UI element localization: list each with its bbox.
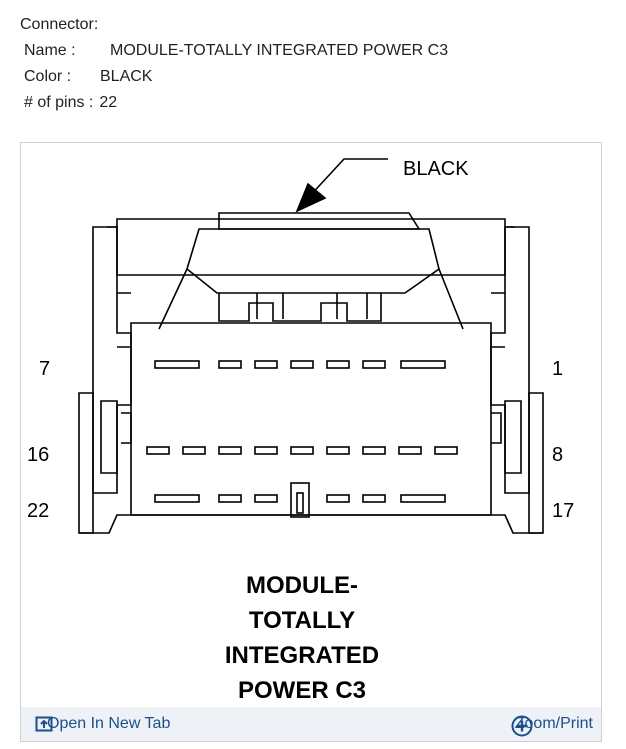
diagram-title-line-1: MODULE- [246,572,358,599]
tab-ribs [256,293,368,319]
polarizing-key [290,482,310,518]
pin-12 [290,446,314,455]
pin-2 [362,360,386,369]
connector-diagram: BLACK [27,158,574,704]
polarizing-key-slot [296,492,304,514]
pin-4 [290,360,314,369]
housing-top [186,228,440,294]
pin-21 [218,494,242,503]
housing-cap [218,212,421,230]
open-in-new-tab-label: Open In New Tab [47,715,171,732]
pin-face [130,322,492,516]
housing-upper-frame [116,218,506,276]
pin-13 [254,446,278,455]
pin-label-17: 17 [552,500,574,522]
pin-label-7: 7 [39,358,50,380]
name-value: MODULE-TOTALLY INTEGRATED POWER C3 [110,42,449,59]
open-in-new-tab-icon [35,716,53,732]
diagram-footer: Open In New Tab Zoom/Print [21,707,601,741]
pin-row-3 [154,482,446,518]
pin-5 [254,360,278,369]
housing-left-side [92,226,132,494]
pin-11 [326,446,350,455]
color-row: Color : BLACK [20,64,448,90]
pin-20 [254,494,278,503]
pin-18 [362,494,386,503]
pins-row: # of pins : 22 [20,90,448,116]
pin-1 [400,360,446,369]
name-row: Name : MODULE-TOTALLY INTEGRATED POWER C3 [20,38,448,64]
housing-right-side [490,226,530,494]
pin-16 [146,446,170,455]
pin-14 [218,446,242,455]
callout-leader [306,158,388,200]
connector-diagram-panel: BLACK [20,142,602,742]
pins-value: 22 [99,94,118,111]
pin-19 [326,494,350,503]
zoom-print-link[interactable]: Zoom/Print [511,715,593,737]
pin-6 [218,360,242,369]
locking-tabs [218,293,382,322]
pin-label-8: 8 [552,444,563,466]
pin-row-1 [154,360,446,369]
diagram-title-line-2: TOTALLY [249,607,355,634]
pin-10 [362,446,386,455]
side-clips [121,412,502,444]
housing-bottom-edge [79,514,543,534]
pin-17 [400,494,446,503]
color-callout: BLACK [403,158,469,180]
pin-9 [398,446,422,455]
zoom-plus-icon [511,715,533,737]
pin-row-2 [146,446,458,455]
left-latch [78,392,94,534]
diagram-title-line-4: POWER C3 [238,677,366,704]
pin-label-1: 1 [552,358,563,380]
callout-arrowhead [295,182,327,213]
pin-22 [154,494,200,503]
pin-3 [326,360,350,369]
diagram-title-line-3: INTEGRATED [225,642,379,669]
connector-info: Connector: Name : MODULE-TOTALLY INTEGRAT… [20,12,448,116]
color-value: BLACK [100,68,153,85]
pin-8 [434,446,458,455]
connector-heading: Connector: [20,16,99,33]
side-rails [117,292,505,348]
color-label: Color : [24,68,72,85]
name-label: Name : [24,42,76,59]
side-keys [100,400,522,474]
pin-7 [154,360,200,369]
pin-label-16: 16 [27,444,49,466]
open-in-new-tab-link[interactable]: Open In New Tab [35,715,170,733]
pins-label: # of pins : [24,94,94,111]
pin-label-22: 22 [27,500,49,522]
right-latch [528,392,544,534]
inner-shoulders [158,268,464,330]
pin-15 [182,446,206,455]
zoom-print-label: Zoom/Print [514,715,593,732]
